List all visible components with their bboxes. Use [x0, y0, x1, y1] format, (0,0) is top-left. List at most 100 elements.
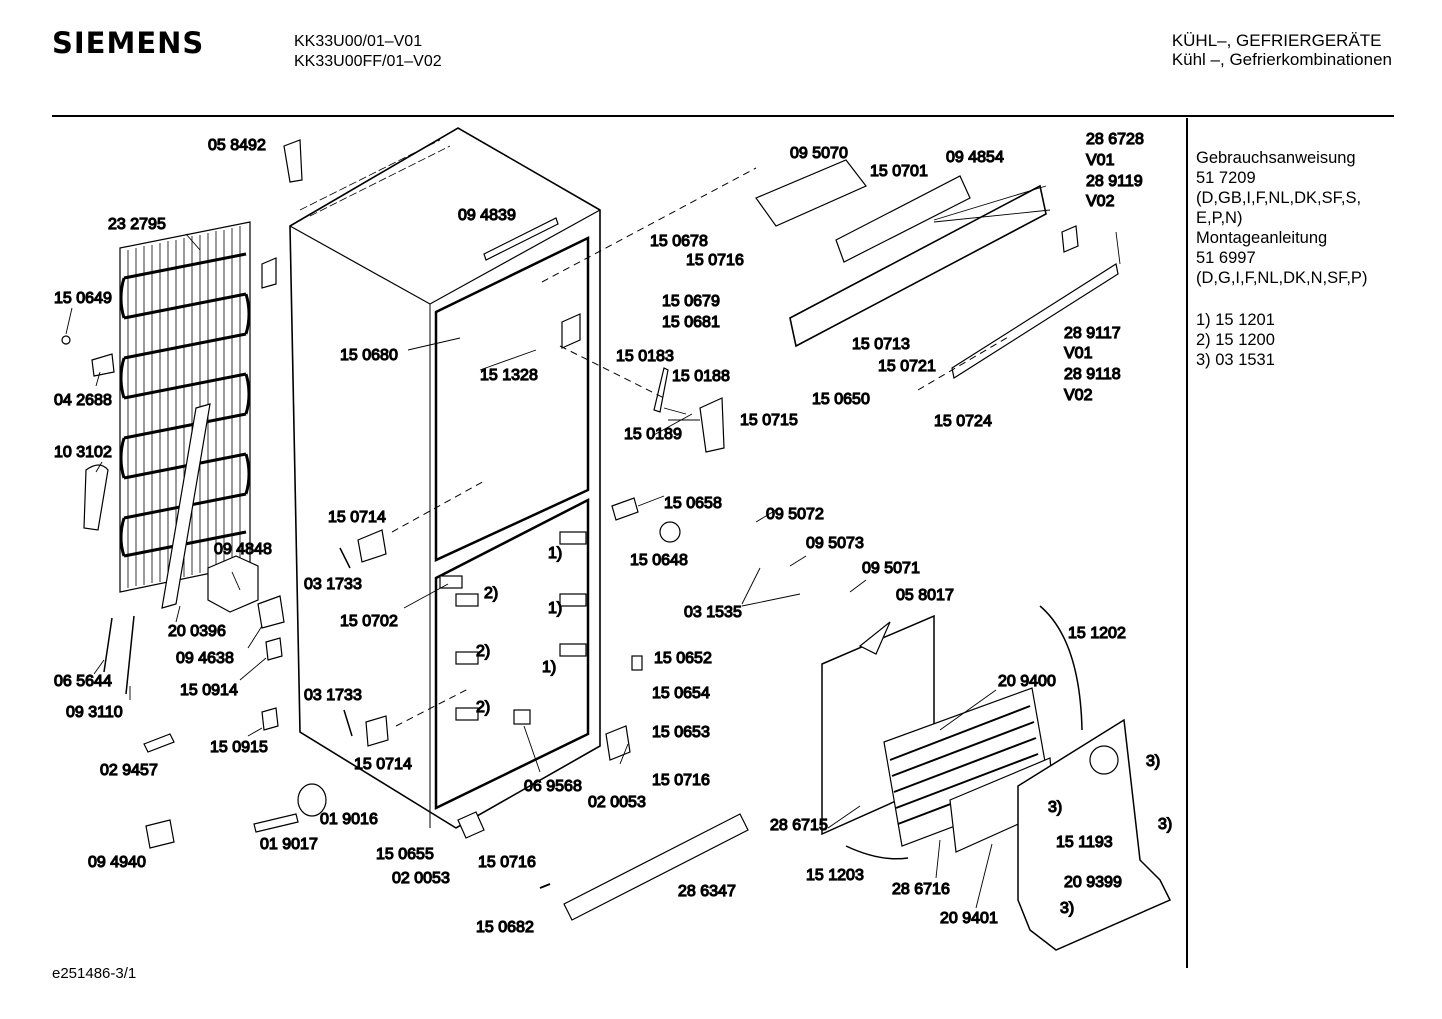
part-label: V02	[1086, 193, 1115, 210]
part-label: 15 0654	[652, 685, 710, 702]
manual-number: 51 7209	[1196, 169, 1256, 187]
drawing-id: e251486-3/1	[52, 965, 137, 982]
part-label: 03 1535	[684, 604, 742, 621]
part-label: 15 0678	[650, 233, 708, 250]
part-label: 15 0724	[934, 413, 992, 430]
thermostat-part	[145, 819, 175, 849]
part-label: 28 6716	[892, 881, 950, 898]
part-label: 15 1203	[806, 867, 864, 884]
install-title: Montageanleitung	[1196, 229, 1328, 247]
footnote-marker: 3)	[1158, 816, 1172, 833]
part-label: 09 4848	[214, 541, 272, 558]
shelf-supports	[439, 531, 587, 725]
screw-part-2	[539, 883, 551, 889]
part-label: 28 6728	[1086, 131, 1144, 148]
footnote-marker: 2)	[476, 699, 490, 716]
documentation-panel: Gebrauchsanweisung 51 7209 (D,GB,I,F,NL,…	[1196, 148, 1367, 370]
part-label: 15 0714	[328, 509, 386, 526]
cable-part	[143, 733, 175, 753]
part-label: 15 0649	[54, 290, 112, 307]
part-label: 15 0702	[340, 613, 398, 630]
drain-rail	[161, 403, 211, 609]
part-label: 03 1733	[304, 576, 362, 593]
cap-part	[631, 655, 643, 671]
footnote-marker: 1)	[548, 600, 562, 617]
part-label: 10 3102	[54, 444, 112, 461]
sensor-wires	[103, 615, 135, 695]
model-number-2: KK33U00FF/01–V02	[294, 53, 442, 70]
footnote-marker: 1)	[542, 659, 556, 676]
thermostat-knob	[858, 621, 891, 655]
install-number: 51 6997	[1196, 249, 1256, 267]
part-label: 15 0189	[624, 426, 682, 443]
part-label: 28 6347	[678, 883, 736, 900]
cover-part	[265, 637, 283, 661]
part-label: 15 0721	[878, 358, 936, 375]
part-label: 28 6715	[770, 817, 828, 834]
part-label: 15 0714	[354, 756, 412, 773]
footnote-marker: 3)	[1146, 753, 1160, 770]
part-label: 09 4940	[88, 854, 146, 871]
fan-cover-upper	[357, 529, 387, 563]
control-strip	[951, 263, 1119, 379]
part-label: 15 1193	[1056, 834, 1113, 851]
part-labels: 05 8492 23 2795 15 0649 04 2688 10 3102 …	[53, 130, 1172, 936]
light-cover	[483, 217, 559, 261]
part-label: 01 9017	[260, 836, 318, 853]
part-label: 15 0701	[870, 163, 928, 180]
part-label: 15 0915	[210, 739, 268, 756]
part-label: 15 1202	[1068, 625, 1126, 642]
category-line-1: KÜHL–, GEFRIERGERÄTE	[1171, 31, 1382, 50]
part-label: 28 9118	[1064, 366, 1121, 383]
clip-part-2	[261, 707, 279, 731]
sidebar-divider	[1186, 118, 1188, 968]
part-label: 02 0053	[392, 870, 450, 887]
part-label: 05 8492	[208, 137, 266, 154]
pipe-part	[253, 813, 299, 833]
part-label: 15 0188	[672, 368, 730, 385]
leader-lines	[65, 185, 1121, 909]
part-label: 20 9401	[940, 910, 998, 927]
part-label: 01 9016	[320, 811, 378, 828]
footnote-marker: 3)	[1048, 799, 1062, 816]
part-label: 15 0716	[478, 854, 536, 871]
model-number-1: KK33U00/01–V01	[294, 33, 423, 50]
toe-kick-grille	[563, 813, 749, 921]
cabinet-body	[289, 127, 601, 829]
clamp-part	[91, 353, 115, 377]
part-label: 09 4854	[946, 149, 1004, 166]
clip-part	[261, 257, 277, 289]
part-label: 09 4839	[458, 207, 516, 224]
part-label: 02 0053	[588, 794, 646, 811]
part-label: 06 9568	[524, 778, 582, 795]
model-numbers: KK33U00/01–V01 KK33U00FF/01–V02	[294, 32, 442, 72]
manual-languages-1: (D,GB,I,F,NL,DK,SF,S,	[1196, 189, 1362, 207]
footnote-1: 1) 15 1201	[1196, 311, 1275, 329]
part-label: 15 0679	[662, 293, 720, 310]
part-label: 15 0914	[180, 682, 238, 699]
sensor-cable	[1039, 605, 1083, 731]
part-label: 15 0716	[686, 252, 744, 269]
part-label: 20 9399	[1064, 874, 1122, 891]
part-label: 09 4638	[176, 650, 234, 667]
part-label: 15 0650	[812, 391, 870, 408]
part-label: 15 0716	[652, 772, 710, 789]
part-label: 15 1328	[480, 367, 538, 384]
part-label: 15 0648	[630, 552, 688, 569]
switch-opening	[561, 313, 581, 349]
rear-panel	[1017, 718, 1172, 951]
category-line-2: Kühl –, Gefrierkombinationen	[1171, 50, 1392, 69]
heater-cable	[845, 845, 909, 860]
part-label: 15 0652	[654, 650, 712, 667]
part-label: 23 2795	[108, 216, 166, 233]
screw-part	[61, 335, 71, 345]
drain-hose	[83, 464, 109, 531]
footnote-marker: 3)	[1060, 900, 1074, 917]
clip-wires	[339, 547, 353, 737]
appliance-category: KÜHL–, GEFRIERGERÄTE Kühl –, Gefrierkomb…	[1172, 31, 1392, 69]
part-label: 09 5073	[806, 535, 864, 552]
part-label: V02	[1064, 387, 1093, 404]
part-label: V01	[1064, 345, 1093, 362]
part-label: 09 5072	[766, 506, 824, 523]
